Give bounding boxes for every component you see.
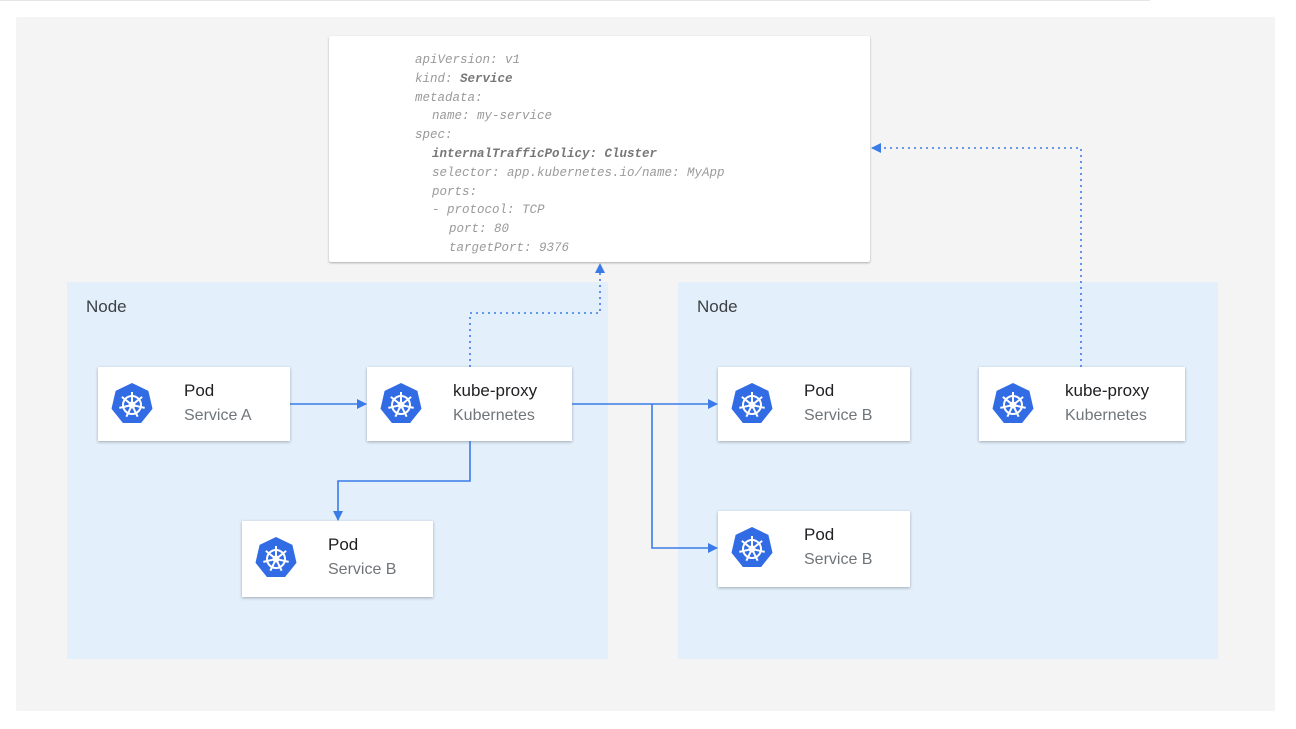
card-subtitle: Service A bbox=[184, 407, 252, 424]
kubernetes-helm-icon bbox=[730, 526, 774, 570]
kubernetes-helm-icon bbox=[254, 536, 298, 580]
yaml-value: TCP bbox=[514, 203, 545, 218]
node-label: Node bbox=[86, 297, 127, 316]
yaml-key: kind: bbox=[415, 71, 453, 86]
yaml-line: apiVersion: v1 bbox=[415, 53, 520, 67]
yaml-key: - protocol: bbox=[432, 203, 515, 218]
card-title: Pod bbox=[804, 525, 835, 544]
yaml-line: internalTrafficPolicy: Cluster bbox=[432, 147, 657, 161]
yaml-line: targetPort: 9376 bbox=[449, 241, 569, 255]
yaml-line: name: my-service bbox=[432, 109, 552, 123]
yaml-value: my-service bbox=[469, 109, 553, 124]
yaml-value: 9376 bbox=[531, 241, 570, 255]
top-divider bbox=[0, 0, 1150, 1]
card-subtitle: Kubernetes bbox=[1065, 407, 1147, 424]
yaml-key: apiVersion: bbox=[415, 53, 498, 67]
kubernetes-helm-icon bbox=[991, 382, 1035, 426]
kubernetes-helm-icon bbox=[110, 382, 154, 426]
yaml-key: targetPort: bbox=[449, 241, 532, 255]
yaml-value: 80 bbox=[486, 222, 510, 237]
yaml-key: spec: bbox=[415, 128, 453, 143]
yaml-value: Service bbox=[452, 71, 513, 86]
card-title: kube-proxy bbox=[453, 381, 538, 400]
card-subtitle: Service B bbox=[804, 551, 873, 568]
dotted-proxy-right-to-yaml bbox=[871, 143, 1082, 367]
card-title: Pod bbox=[328, 535, 359, 554]
yaml-line: metadata: bbox=[415, 91, 483, 105]
yaml-value: v1 bbox=[497, 53, 521, 67]
card-subtitle: Service B bbox=[328, 561, 397, 578]
yaml-key: name: bbox=[432, 109, 470, 124]
yaml-key: metadata: bbox=[415, 90, 483, 105]
yaml-key: ports: bbox=[432, 184, 478, 199]
card-subtitle: Kubernetes bbox=[453, 407, 535, 424]
yaml-line: selector: app.kubernetes.io/name: MyApp bbox=[432, 166, 725, 180]
kubernetes-helm-icon bbox=[730, 382, 774, 426]
arrow-proxy-to-pod-b-right-bottom bbox=[651, 404, 718, 553]
yaml-value: app.kubernetes.io/name: MyApp bbox=[499, 165, 725, 180]
card-title: Pod bbox=[184, 381, 215, 400]
dotted-proxy-left-to-yaml bbox=[469, 263, 605, 367]
yaml-key: internalTrafficPolicy: bbox=[432, 147, 598, 161]
service-yaml-card: apiVersion: v1 kind: Service metadata: name… bbox=[329, 36, 870, 262]
yaml-value: Cluster bbox=[597, 147, 658, 161]
card-title: Pod bbox=[804, 381, 835, 400]
yaml-line: port: 80 bbox=[449, 222, 509, 236]
yaml-line: spec: bbox=[415, 128, 453, 142]
kubernetes-helm-icon bbox=[379, 382, 423, 426]
node-right: Node bbox=[678, 282, 1218, 659]
arrow-proxy-to-pod-b-left bbox=[333, 441, 471, 521]
yaml-key: selector: bbox=[432, 165, 500, 180]
yaml-key: port: bbox=[449, 222, 487, 237]
yaml-line: ports: bbox=[432, 185, 477, 199]
yaml-line: kind: Service bbox=[415, 72, 513, 86]
yaml-line: - protocol: TCP bbox=[432, 203, 545, 217]
node-label: Node bbox=[697, 297, 738, 316]
card-subtitle: Service B bbox=[804, 407, 873, 424]
card-title: kube-proxy bbox=[1065, 381, 1150, 400]
